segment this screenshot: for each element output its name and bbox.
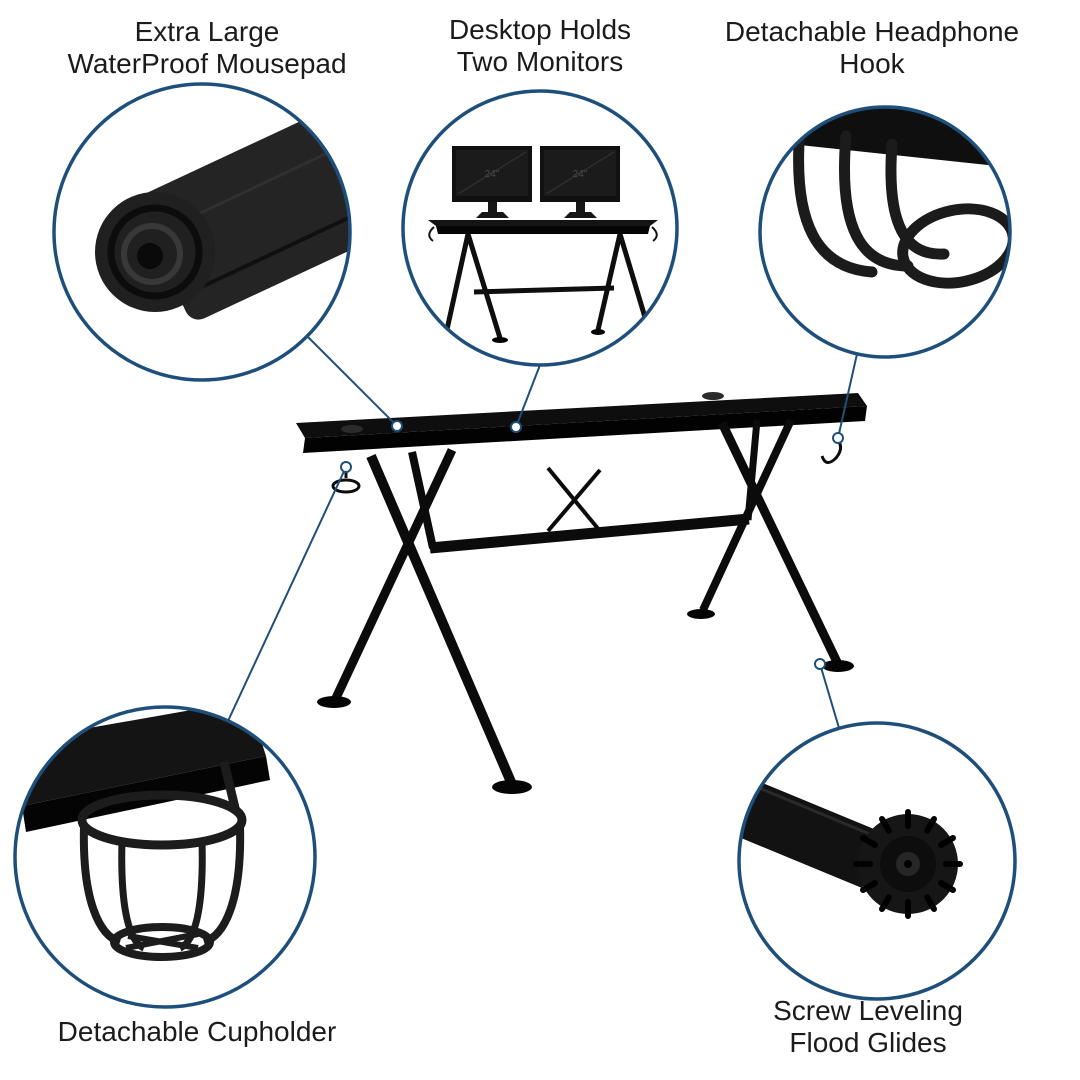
leader-dots [340,420,844,670]
callout-circle-mousepad [52,82,352,382]
desk-grommet-right [702,392,724,400]
connector-dot-glide [814,658,826,670]
glide-desk-leg [739,772,886,888]
leader-line-monitors [515,364,541,428]
connector-dot-cupholder [340,461,352,473]
callout-circle-monitors [401,89,679,367]
desk-leg-left-front [366,454,516,784]
callout-circle-headphone-bg [760,107,1010,357]
desk-leg-left-rear [331,448,457,700]
desk-tabletop-surface [296,393,867,438]
monitor-size-label: 24" [573,169,588,180]
callout-circle-cupholder [13,705,317,1009]
hook-desk-underside [760,107,1010,168]
desk-grommet-left [341,425,363,433]
desk-crossbar [429,513,750,554]
floor-glide-detail-image [739,772,963,919]
connector-dot-mousepad [391,420,403,432]
label-headphone-line1: Detachable Headphone [724,16,1020,47]
desk-foot [492,780,532,794]
desk-cupholder-ring [331,478,361,494]
label-headphone-hook: Detachable Headphone Hook [725,16,1019,81]
desk-leg-right-front [717,421,842,664]
label-mousepad-line2: WaterProof Mousepad [67,48,347,80]
monitor-size-label: 24" [485,169,500,180]
desk-center-brace-2 [546,468,602,533]
leader-line-cupholder [227,466,347,722]
label-cupholder: Detachable Cupholder [58,1016,337,1048]
label-mousepad-line1: Extra Large [134,16,280,47]
label-floor-glides: Screw Leveling Flood Glides [773,995,963,1060]
desk-tabletop-edge [303,406,867,453]
label-monitors-line1: Desktop Holds [448,14,632,45]
leader-line-glide [819,663,840,729]
desk-foot [317,696,351,708]
desk-foot [687,609,715,619]
desk-leg-left-stub [408,451,437,549]
desk-foot [822,660,854,672]
callout-circle-glide [737,721,1017,1001]
label-headphone-line2: Hook [839,48,905,80]
mousepad-detail-image [95,93,350,320]
label-monitors: Desktop Holds Two Monitors [449,14,631,79]
label-cupholder-line1: Detachable Cupholder [57,1016,337,1047]
leader-line-headphone [837,353,858,439]
leader-line-mousepad [306,335,398,427]
headphone-hook-detail-image [760,107,1010,289]
label-monitors-line2: Two Monitors [456,46,624,78]
cupholder-detail-image [15,707,270,961]
callout-circle-headphone [758,105,1012,359]
mini-desk-top [428,220,658,226]
leader-lines [227,335,858,729]
label-glides-line1: Screw Leveling [773,995,963,1026]
cupholder-desk-corner [15,707,266,806]
gaming-desk-illustration [296,392,867,794]
desk-leg-right-stub [744,419,761,521]
cupholder-top-ring [77,790,247,850]
label-glides-line2: Flood Glides [789,1027,947,1059]
connector-dot-monitors [510,421,522,433]
connector-dot-headphone [832,432,844,444]
label-mousepad: Extra Large WaterProof Mousepad [67,16,346,81]
